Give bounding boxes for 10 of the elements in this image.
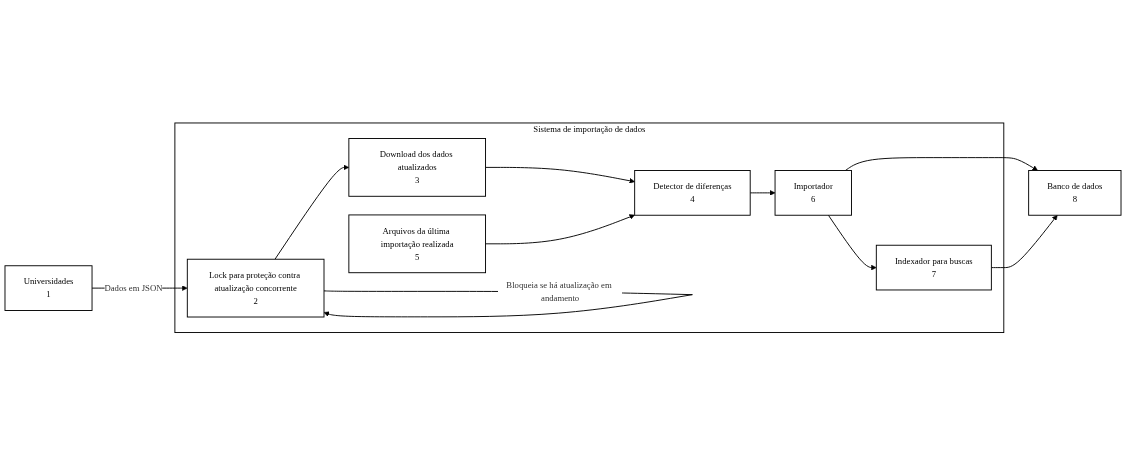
node-box: Importador 6	[774, 170, 852, 216]
edge-label: Dados em JSON	[104, 283, 163, 294]
node-box: Indexador para buscas 7	[875, 245, 992, 291]
node-box: Universidades 1	[4, 265, 93, 312]
node-box: Lock para proteção contra atualização concorrente 2	[186, 259, 325, 318]
edge-label: Bloqueia se há atualização em andamento	[506, 280, 612, 303]
node-box: Download dos dados atualizados 3	[348, 138, 486, 197]
node-box: Arquivos da última importação realizada 5	[348, 214, 486, 274]
node-box: Detector de diferenças 4	[634, 170, 751, 216]
node-box: Banco de dados 8	[1028, 170, 1122, 216]
